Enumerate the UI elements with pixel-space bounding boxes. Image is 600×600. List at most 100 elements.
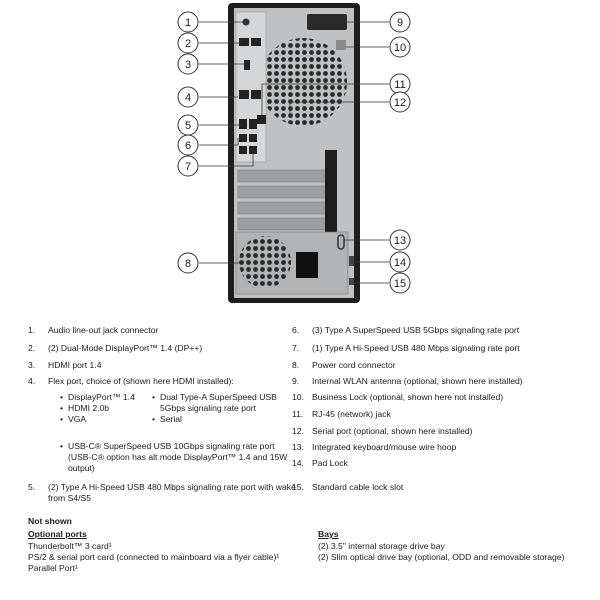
- callout-number: 9: [397, 17, 403, 29]
- legend-number: 3.: [28, 360, 36, 370]
- callout-circle: [177, 155, 199, 177]
- flex-port-2: [251, 90, 261, 99]
- legend-number: 10.: [292, 392, 304, 402]
- callout-circle: [177, 252, 199, 274]
- list-item: (2) Slim optical drive bay (optional, OD…: [318, 552, 565, 562]
- list-item: Parallel Port¹: [28, 563, 78, 573]
- legend-text: (3) Type A SuperSpeed USB 5Gbps signalin…: [312, 325, 520, 335]
- bays-heading: Bays: [318, 529, 339, 539]
- callout-circle: [177, 32, 199, 54]
- callout-leader: [289, 101, 389, 118]
- list-item: Thunderbolt™ 3 card¹: [28, 541, 112, 551]
- legend-text: Internal WLAN antenna (optional, shown h…: [312, 376, 523, 386]
- legend-text: (2) Type A Hi-Speed USB 480 Mbps signali…: [48, 482, 296, 503]
- cable-lock-slot: [349, 278, 354, 285]
- not-shown-heading: Not shown: [28, 516, 72, 526]
- callout-number: 10: [394, 42, 406, 54]
- flex-option: DisplayPort™ 1.4: [60, 392, 150, 403]
- tower-rear-diagram: [228, 3, 360, 303]
- usb-5g-3: [239, 146, 247, 154]
- callout-number: 13: [394, 235, 406, 247]
- callout-number: 6: [185, 140, 191, 152]
- usb-480-1: [239, 119, 247, 129]
- callout-circle: [177, 134, 199, 156]
- optional-ports-heading: Optional ports: [28, 529, 87, 539]
- callout-circle: [389, 272, 411, 294]
- legend-number: 14.: [292, 458, 304, 468]
- legend-number: 5.: [28, 482, 36, 492]
- legend-number: 12.: [292, 426, 304, 436]
- callout-number: 4: [185, 92, 191, 104]
- legend-text: RJ-45 (network) jack: [312, 409, 391, 419]
- flex-port-1: [239, 90, 249, 99]
- callout-circle: [177, 86, 199, 108]
- displayport-1: [239, 38, 249, 46]
- callout-number: 8: [185, 258, 191, 270]
- flex-option: VGA: [60, 414, 150, 425]
- callout-circle: [389, 36, 411, 58]
- legend-number: 4.: [28, 376, 36, 386]
- legend-text: Integrated keyboard/mouse wire hoop: [312, 442, 457, 452]
- audio-jack: [242, 18, 250, 26]
- callout-circle: [389, 229, 411, 251]
- callout-circle: [177, 53, 199, 75]
- callout-leader: [199, 150, 254, 167]
- exhaust-vent: [259, 38, 347, 126]
- legend-text: Flex port, choice of (shown here HDMI in…: [48, 376, 234, 386]
- usb-480-2: [249, 119, 257, 129]
- flex-option: Dual Type-A SuperSpeed USB 5Gbps signali…: [152, 392, 292, 414]
- legend-text: HDMI port 1.4: [48, 360, 102, 370]
- flex-option: Serial: [152, 414, 292, 425]
- list-item: PS/2 & serial port card (connected to ma…: [28, 552, 280, 562]
- legend-number: 13.: [292, 442, 304, 452]
- wlan-antenna: [307, 14, 347, 30]
- callout-number: 7: [185, 161, 191, 173]
- legend-text: Power cord connector: [312, 360, 396, 370]
- callout-number: 5: [185, 120, 191, 132]
- flex-options-col1: DisplayPort™ 1.4 HDMI 2.0b VGA: [60, 392, 150, 425]
- callout-number: 14: [394, 257, 406, 269]
- callout-number: 2: [185, 38, 191, 50]
- bays-list: (2) 3.5" internal storage drive bay (2) …: [318, 541, 568, 563]
- pad-lock: [349, 256, 354, 266]
- legend-text: Audio line-out jack connector: [48, 325, 159, 335]
- callout-circle: [389, 91, 411, 113]
- flex-option-usbc: USB-C® SuperSpeed USB 10Gbps signaling r…: [60, 441, 300, 474]
- optional-ports-list: Thunderbolt™ 3 card¹ PS/2 & serial port …: [28, 541, 298, 574]
- list-item: (2) 3.5" internal storage drive bay: [318, 541, 445, 551]
- wire-hoop: [337, 234, 345, 250]
- business-lock-slot: [336, 40, 346, 50]
- callout-leader: [199, 138, 239, 146]
- hdmi-port: [244, 60, 250, 70]
- legend-text: Pad Lock: [312, 458, 348, 468]
- legend-number: 9.: [292, 376, 300, 386]
- power-connector: [296, 252, 318, 278]
- legend-text: Standard cable lock slot: [312, 482, 404, 492]
- flex-option: HDMI 2.0b: [60, 403, 150, 414]
- callout-circle: [177, 11, 199, 33]
- callout-number: 12: [394, 97, 406, 109]
- legend-text: Serial port (optional, shown here instal…: [312, 426, 473, 436]
- legend-number: 15.: [292, 482, 304, 492]
- legend-text: Business Lock (optional, shown here not …: [312, 392, 504, 402]
- flex-option: USB-C® SuperSpeed USB 10Gbps signaling r…: [60, 441, 300, 474]
- flex-options-col2: Dual Type-A SuperSpeed USB 5Gbps signali…: [152, 392, 292, 425]
- displayport-2: [251, 38, 261, 46]
- callout-circle: [389, 251, 411, 273]
- psu-fan: [239, 236, 291, 288]
- expansion-slots: [237, 150, 337, 232]
- callout-number: 11: [394, 79, 405, 91]
- callout-leader: [199, 40, 241, 44]
- callout-leader: [261, 83, 389, 118]
- callout-number: 3: [185, 59, 191, 71]
- legend: 1. Audio line-out jack connector 2. (2) …: [28, 325, 588, 505]
- legend-text: (1) Type A Hi-Speed USB 480 Mbps signali…: [312, 343, 520, 353]
- callout-number: 15: [394, 278, 406, 290]
- legend-number: 11.: [292, 409, 304, 419]
- usb-5g-1: [239, 134, 247, 142]
- legend-text: (2) Dual-Mode DisplayPort™ 1.4 (DP++): [48, 343, 203, 353]
- callout-number: 1: [185, 17, 191, 29]
- callout-circle: [389, 11, 411, 33]
- legend-number: 6.: [292, 325, 300, 335]
